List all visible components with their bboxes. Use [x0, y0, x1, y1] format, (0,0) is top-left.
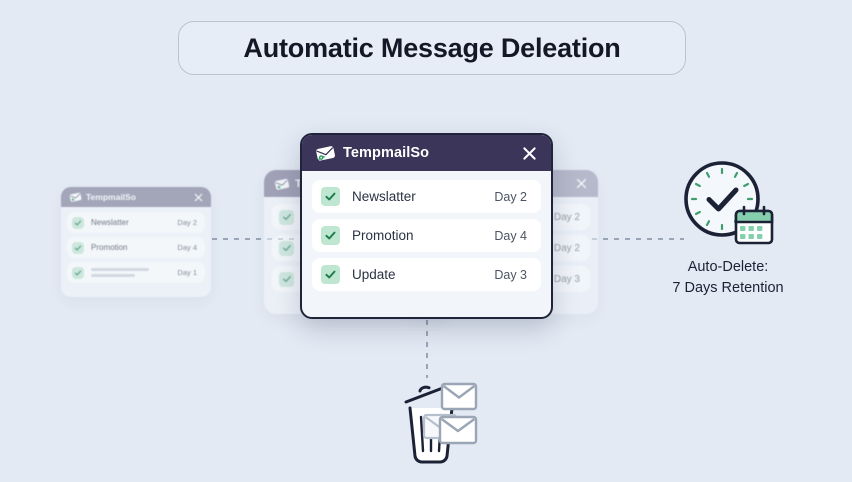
- checkbox-checked-icon[interactable]: [72, 241, 84, 254]
- table-row[interactable]: Newslatter Day 2: [312, 180, 541, 213]
- clock-calendar-icon: [679, 157, 775, 251]
- card-header: TempmailSo: [61, 187, 211, 207]
- table-cell-day: Day 2: [494, 189, 527, 204]
- page-title-pill: Automatic Message Deleation: [178, 21, 686, 75]
- table-cell-label: Newslatter: [352, 189, 416, 204]
- checkbox-checked-icon[interactable]: [321, 187, 340, 206]
- list-item[interactable]: Day 1: [67, 262, 205, 283]
- list-item-day: Day 3: [553, 273, 580, 285]
- page-title: Automatic Message Deleation: [243, 32, 621, 63]
- list-item-day: Day 2: [553, 242, 580, 254]
- close-icon[interactable]: [192, 191, 204, 203]
- list-item-label: Newslatter: [91, 218, 129, 227]
- table-row[interactable]: Promotion Day 4: [312, 219, 541, 252]
- checkbox-checked-icon[interactable]: [72, 266, 84, 279]
- retention-line-1: Auto-Delete:: [687, 259, 769, 275]
- checkbox-checked-icon[interactable]: [279, 271, 294, 287]
- close-icon[interactable]: [519, 143, 539, 163]
- background-card-left: TempmailSo Newslatter Day 2: [61, 187, 211, 297]
- tempmailso-main-card: TempmailSo Newslatter Day 2: [300, 133, 553, 319]
- connector-left-dotted-line: [212, 238, 302, 240]
- retention-caption: Auto-Delete: 7 Days Retention: [640, 257, 816, 299]
- card-brand-label: TempmailSo: [343, 145, 430, 161]
- card-body: Newslatter Day 2 Promotion Day 4: [61, 207, 211, 292]
- table-cell-day: Day 4: [494, 228, 527, 243]
- table-cell-label: Update: [352, 267, 396, 282]
- list-item[interactable]: Promotion Day 4: [67, 237, 205, 258]
- list-item[interactable]: Newslatter Day 2: [67, 212, 205, 233]
- list-item-day: Day 4: [177, 243, 197, 252]
- checkbox-checked-icon[interactable]: [321, 265, 340, 284]
- checkbox-checked-icon[interactable]: [72, 216, 84, 229]
- retention-line-2: 7 Days Retention: [672, 280, 784, 296]
- envelope-logo-icon: [275, 178, 290, 190]
- table-cell-day: Day 3: [494, 267, 527, 282]
- list-item-day: Day 2: [553, 211, 580, 223]
- checkbox-checked-icon[interactable]: [279, 209, 294, 225]
- placeholder-bars: [91, 268, 177, 277]
- list-item-day: Day 1: [177, 268, 197, 277]
- card-brand-label: TempmailSo: [86, 192, 136, 202]
- checkbox-checked-icon[interactable]: [321, 226, 340, 245]
- list-item-label: Promotion: [91, 243, 128, 252]
- connector-trash-dotted-line: [426, 320, 428, 378]
- card-body: Newslatter Day 2 Promotion Day 4 U: [302, 171, 551, 307]
- close-icon[interactable]: [574, 176, 589, 191]
- list-item-day: Day 2: [177, 218, 197, 227]
- trash-bin-with-envelopes-icon: [396, 377, 492, 469]
- checkbox-checked-icon[interactable]: [279, 240, 294, 256]
- placeholder-bar: [91, 268, 149, 271]
- card-header: TempmailSo: [302, 135, 551, 171]
- envelope-logo-icon: [316, 146, 335, 161]
- connector-right-dotted-line: [592, 238, 684, 240]
- table-row[interactable]: Update Day 3: [312, 258, 541, 291]
- placeholder-bar: [91, 274, 135, 277]
- envelope-logo-icon: [69, 192, 82, 202]
- table-cell-label: Promotion: [352, 228, 414, 243]
